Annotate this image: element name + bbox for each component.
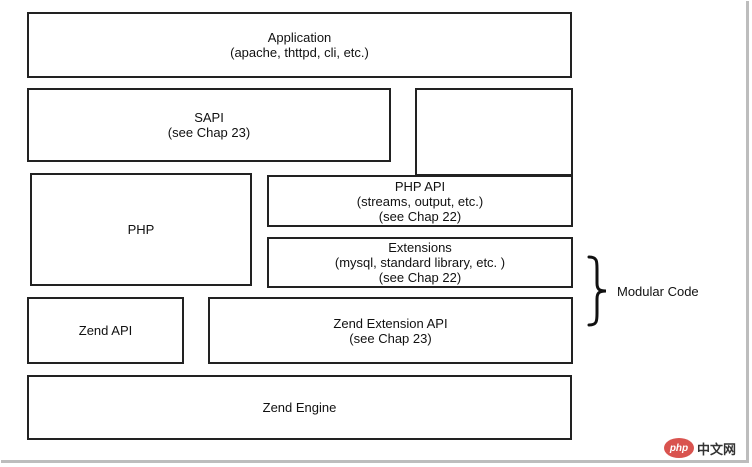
extensions-title: Extensions [388, 240, 452, 255]
zend-extension-api-title: Zend Extension API [333, 315, 448, 331]
zend-extension-api-subtitle: (see Chap 23) [349, 330, 432, 346]
modular-code-label: Modular Code [617, 284, 699, 299]
zend-engine-box: Zend Engine [27, 375, 572, 440]
sapi-subtitle: (see Chap 23) [167, 125, 251, 140]
php-api-title: PHP API [394, 178, 446, 194]
php-api-line3: (see Chap 22) [378, 208, 462, 224]
php-box: PHP [30, 173, 252, 286]
application-title: Application [267, 30, 332, 45]
curly-brace-icon [587, 255, 607, 327]
watermark: php 中文网 [664, 436, 744, 460]
php-logo-icon: php [664, 438, 694, 458]
zend-api-title: Zend API [78, 323, 133, 338]
extensions-box: Extensions (mysql, standard library, etc… [267, 237, 573, 288]
php-api-line2: (streams, output, etc.) [356, 193, 484, 209]
extensions-line3: (see Chap 22) [378, 270, 462, 285]
extensions-line2: (mysql, standard library, etc. ) [334, 255, 506, 270]
php-api-box: PHP API (streams, output, etc.) (see Cha… [267, 175, 573, 227]
application-subtitle: (apache, thttpd, cli, etc.) [230, 45, 369, 60]
watermark-text: 中文网 [697, 441, 737, 457]
sapi-title: SAPI [194, 110, 224, 125]
application-box: Application (apache, thttpd, cli, etc.) [27, 12, 572, 78]
zend-extension-api-box: Zend Extension API (see Chap 23) [208, 297, 573, 364]
empty-box [415, 88, 573, 176]
sapi-box: SAPI (see Chap 23) [27, 88, 391, 162]
zend-api-box: Zend API [27, 297, 184, 364]
php-title: PHP [127, 222, 155, 237]
zend-engine-title: Zend Engine [262, 400, 337, 415]
